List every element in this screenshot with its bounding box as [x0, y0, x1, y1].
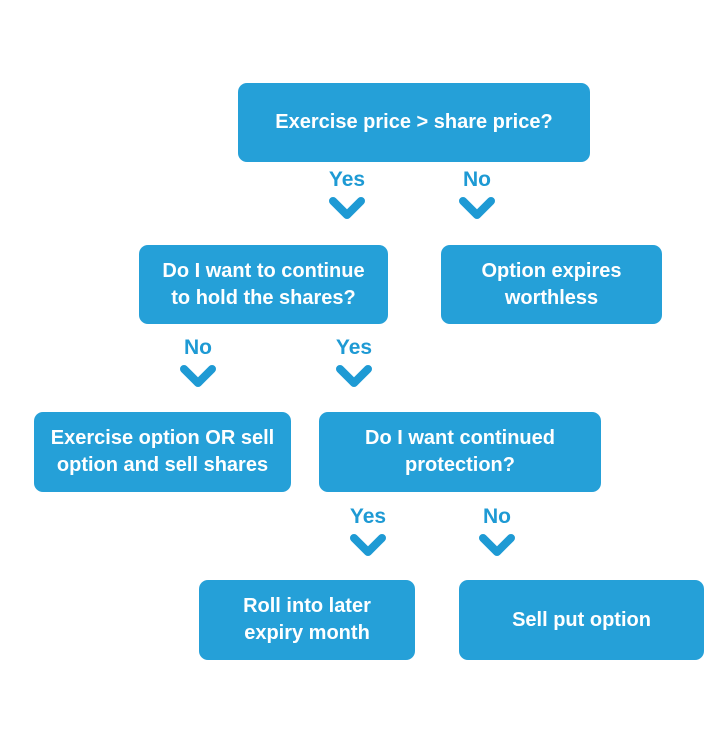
chevron-down-icon	[329, 197, 365, 219]
edge-yes-to-roll-later: Yes	[328, 505, 408, 559]
node-label: Roll into later expiry month	[243, 595, 371, 644]
node-label: Do I want to continue to hold the shares…	[162, 259, 365, 309]
edge-no-to-expires-worthless: No	[437, 168, 517, 222]
chevron-down-icon	[459, 197, 495, 219]
chevron-down-icon	[350, 534, 386, 556]
edge-label-no: No	[463, 168, 491, 191]
node-roll-into-later-expiry: Roll into later expiry month	[199, 580, 415, 660]
node-exercise-option-or-sell: Exercise option OR sell option and sell …	[34, 412, 291, 492]
chevron-down-icon	[479, 534, 515, 556]
edge-label-yes: Yes	[335, 336, 373, 359]
node-label: Exercise price > share price?	[275, 111, 553, 133]
edge-yes-to-continued-protection: Yes	[314, 336, 394, 390]
node-exercise-price-question: Exercise price > share price?	[238, 83, 590, 162]
node-continued-protection-question: Do I want continued protection?	[319, 412, 601, 492]
node-label: Do I want continued protection?	[365, 427, 555, 476]
node-sell-put-option: Sell put option	[459, 580, 704, 660]
node-label: Option expires worthless	[481, 259, 622, 309]
edge-label-yes: Yes	[328, 168, 366, 191]
edge-no-to-sell-put: No	[457, 505, 537, 559]
edge-no-to-exercise-or-sell: No	[158, 336, 238, 390]
edge-yes-to-continue-hold: Yes	[307, 168, 387, 222]
edge-label-no: No	[483, 505, 511, 528]
edge-label-yes: Yes	[349, 505, 387, 528]
node-label: Sell put option	[512, 608, 651, 631]
edge-label-no: No	[184, 336, 212, 359]
chevron-down-icon	[180, 365, 216, 387]
chevron-down-icon	[336, 365, 372, 387]
node-continue-hold-question: Do I want to continue to hold the shares…	[139, 245, 388, 324]
node-option-expires-worthless: Option expires worthless	[441, 245, 662, 324]
node-label: Exercise option OR sell option and sell …	[50, 427, 275, 476]
